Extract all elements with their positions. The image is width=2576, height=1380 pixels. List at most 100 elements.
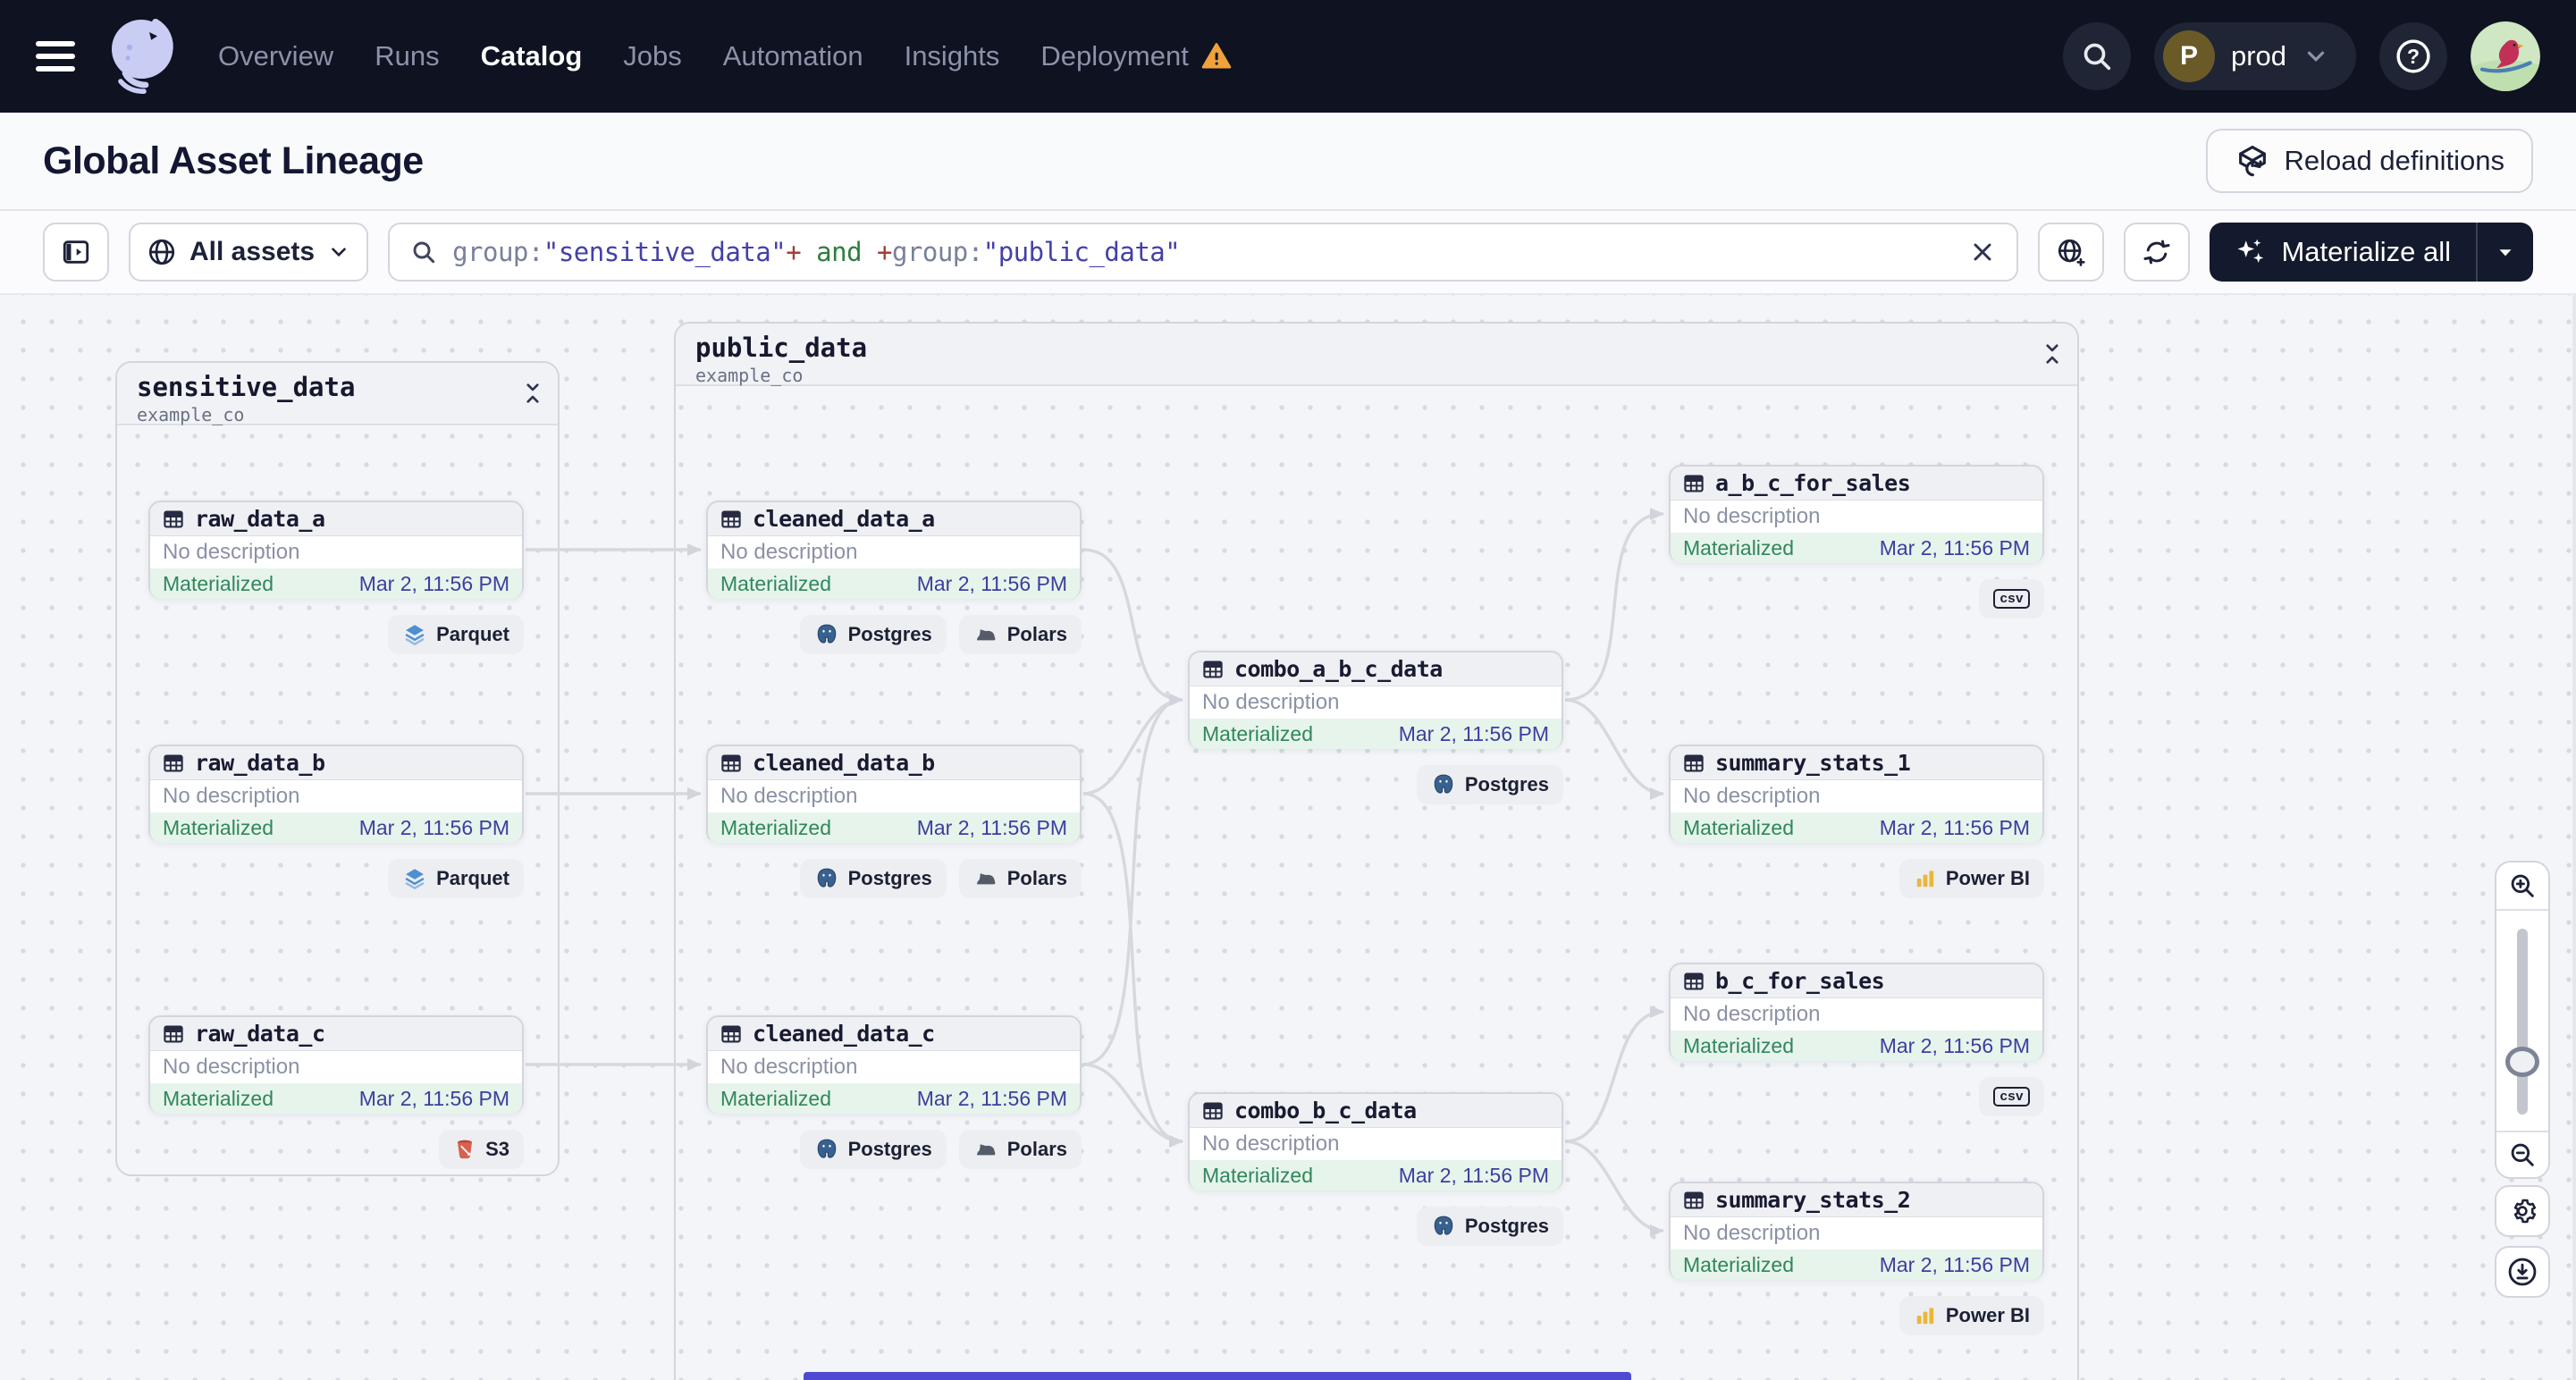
tag-parquet: Parquet [388, 615, 524, 654]
query-segment: "public_data" [982, 237, 1181, 267]
nav-item-overview[interactable]: Overview [218, 40, 333, 72]
materialization-timestamp: Mar 2, 11:56 PM [1398, 1163, 1549, 1187]
filter-scope-button[interactable] [2038, 223, 2105, 282]
materialization-timestamp: Mar 2, 11:56 PM [1879, 1033, 2030, 1057]
nav-item-insights[interactable]: Insights [905, 40, 1000, 72]
edge-cleaned_data_b-to-combo_a_b_c_data [1082, 694, 1183, 795]
asset-tags: csv [1979, 579, 2044, 618]
collapse-group-icon[interactable] [522, 381, 543, 410]
lineage-toolbar: All assets group:"sensitive_data"+ and +… [0, 211, 2576, 295]
asset-description: No description [1683, 784, 1821, 808]
search-icon[interactable] [2062, 22, 2131, 90]
download-button[interactable] [2495, 1246, 2550, 1298]
asset-name: cleaned_data_c [753, 1021, 935, 1047]
zoom-slider[interactable] [2496, 909, 2548, 1131]
tag-label: Parquet [436, 623, 509, 645]
table-icon [1202, 1100, 1224, 1122]
dagster-logo-icon[interactable] [100, 13, 186, 99]
csv-icon: csv [1993, 588, 2030, 610]
asset-name: summary_stats_2 [1715, 1187, 1911, 1213]
materialize-all-button[interactable]: Materialize all [2210, 223, 2533, 282]
all-assets-dropdown[interactable]: All assets [129, 223, 369, 282]
tag-label: Postgres [847, 867, 932, 889]
powerbi-icon [1914, 867, 1937, 890]
chevron-down-icon [2307, 51, 2325, 63]
csv-icon: csv [1993, 1086, 2030, 1107]
asset-node-header: summary_stats_2 [1671, 1183, 2042, 1217]
asset-description: No description [163, 784, 300, 808]
nav-item-catalog[interactable]: Catalog [481, 40, 583, 72]
zoom-slider-thumb[interactable] [2505, 1047, 2539, 1077]
sparkles-icon [2237, 239, 2264, 263]
asset-tags: Postgres [1416, 1207, 1563, 1246]
tag-powerbi: Power BI [1898, 1296, 2044, 1335]
group-subtitle: example_co [137, 404, 245, 425]
zoom-slider-track[interactable] [2517, 929, 2528, 1115]
reload-definitions-button[interactable]: Reload definitions [2205, 129, 2533, 193]
status-badge: Materialized [1202, 721, 1313, 745]
nav-item-automation[interactable]: Automation [723, 40, 863, 72]
lineage-edges [526, 508, 1664, 1237]
query-segment: and [801, 237, 877, 267]
asset-search-input[interactable]: group:"sensitive_data"+ and +group:"publ… [388, 223, 2019, 282]
materialize-options-button[interactable] [2476, 223, 2533, 282]
asset-node-header: raw_data_b [150, 746, 522, 780]
nav-item-jobs[interactable]: Jobs [623, 40, 681, 72]
graph-settings-button[interactable] [2495, 1185, 2550, 1237]
asset-node-header: cleaned_data_a [708, 502, 1080, 536]
edge-cleaned_data_c-to-combo_a_b_c_data [1082, 694, 1183, 1066]
materialization-timestamp: Mar 2, 11:56 PM [1879, 535, 2030, 560]
asset-description: No description [1683, 1002, 1821, 1026]
help-icon[interactable]: ? [2379, 22, 2447, 90]
materialize-all-main[interactable]: Materialize all [2210, 223, 2476, 282]
group-subtitle: example_co [695, 365, 804, 386]
user-avatar[interactable] [2471, 21, 2540, 91]
table-icon [1202, 659, 1224, 680]
collapse-group-icon[interactable] [2041, 341, 2063, 371]
nav-item-runs[interactable]: Runs [375, 40, 439, 72]
tag-polars: Polars [958, 859, 1082, 898]
tag-powerbi: Power BI [1898, 859, 2044, 898]
menu-icon[interactable] [36, 41, 75, 72]
refresh-button[interactable] [2124, 223, 2191, 282]
zoom-panel [2495, 861, 2550, 1179]
query-segment: + [877, 237, 892, 267]
zoom-in-button[interactable] [2496, 862, 2548, 909]
zoom-out-button[interactable] [2496, 1131, 2548, 1177]
nav-item-deployment[interactable]: Deployment [1040, 40, 1232, 72]
page-title: Global Asset Lineage [43, 139, 424, 182]
caret-down-icon [2499, 249, 2512, 257]
toggle-sidebar-button[interactable] [43, 223, 109, 282]
asset-description: No description [1683, 1221, 1821, 1245]
environment-switcher[interactable]: P prod [2153, 22, 2356, 90]
asset-name: raw_data_b [195, 750, 325, 776]
globe-icon [148, 239, 175, 265]
group-title: public_data [695, 332, 868, 363]
asset-description: No description [163, 1055, 300, 1079]
globe-add-icon [2058, 239, 2085, 266]
clear-search-icon[interactable] [1968, 238, 1997, 266]
